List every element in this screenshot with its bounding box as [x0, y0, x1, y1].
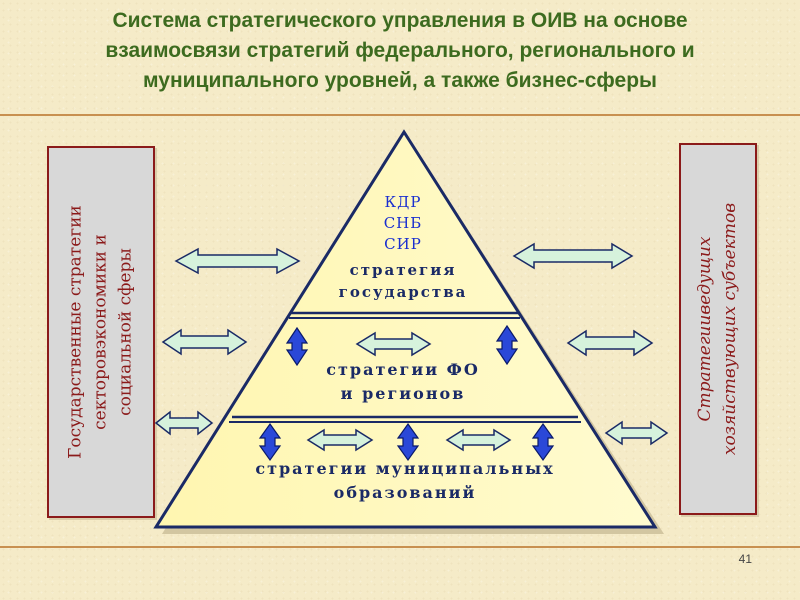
top-tier-codes: КДР СНБ СИР [370, 192, 436, 255]
vertical-arrow-bottom-1 [258, 422, 282, 462]
double-arrow-bottom-tier-left [306, 428, 374, 452]
double-arrow-left-top [174, 247, 301, 275]
tier-divider-1 [289, 311, 520, 319]
code-kdr: КДР [384, 193, 422, 211]
right-strategy-box: Стратегииведущих хозяйствующих субъектов [679, 143, 757, 515]
top-rule [0, 114, 800, 116]
vertical-arrow-middle-right [495, 324, 519, 366]
bottom-tier-line-2: образований [333, 483, 477, 502]
vertical-arrow-bottom-3 [531, 422, 555, 462]
code-snb: СНБ [383, 214, 423, 232]
bottom-rule [0, 546, 800, 548]
top-tier-line-1: стратегия [349, 261, 457, 279]
bottom-tier-line-1: стратегии муниципальных [255, 459, 555, 478]
left-strategy-box: Государственные стратегии секторовэконом… [47, 146, 155, 518]
vertical-arrow-middle-left [285, 326, 309, 367]
double-arrow-right-top [512, 242, 634, 270]
top-tier-label: стратегия государства [330, 259, 476, 303]
middle-tier-label: стратегии ФО и регионов [300, 358, 506, 406]
vertical-arrow-bottom-2 [396, 422, 420, 462]
page-number: 41 [738, 552, 752, 566]
top-tier-line-2: государства [338, 283, 468, 301]
title-line-1: Система стратегического управления в ОИВ… [112, 9, 688, 32]
pyramid [153, 129, 658, 529]
double-arrow-middle-tier [355, 331, 432, 357]
double-arrow-left-bottom [154, 410, 214, 436]
double-arrow-right-bottom [604, 420, 669, 446]
slide-title: Система стратегического управления в ОИВ… [0, 6, 800, 96]
middle-tier-line-1: стратегии ФО [326, 360, 480, 379]
middle-tier-line-2: и регионов [340, 384, 466, 403]
code-sir: СИР [384, 235, 422, 253]
tier-divider-2 [229, 415, 581, 423]
bottom-tier-label: стратегии муниципальных образований [215, 457, 595, 505]
title-line-2: взаимосвязи стратегий федерального, реги… [105, 39, 695, 62]
double-arrow-bottom-tier-right [445, 428, 512, 452]
title-line-3: муниципального уровней, а также бизнес-с… [143, 69, 657, 92]
double-arrow-right-middle [566, 329, 654, 357]
double-arrow-left-middle [161, 328, 248, 356]
